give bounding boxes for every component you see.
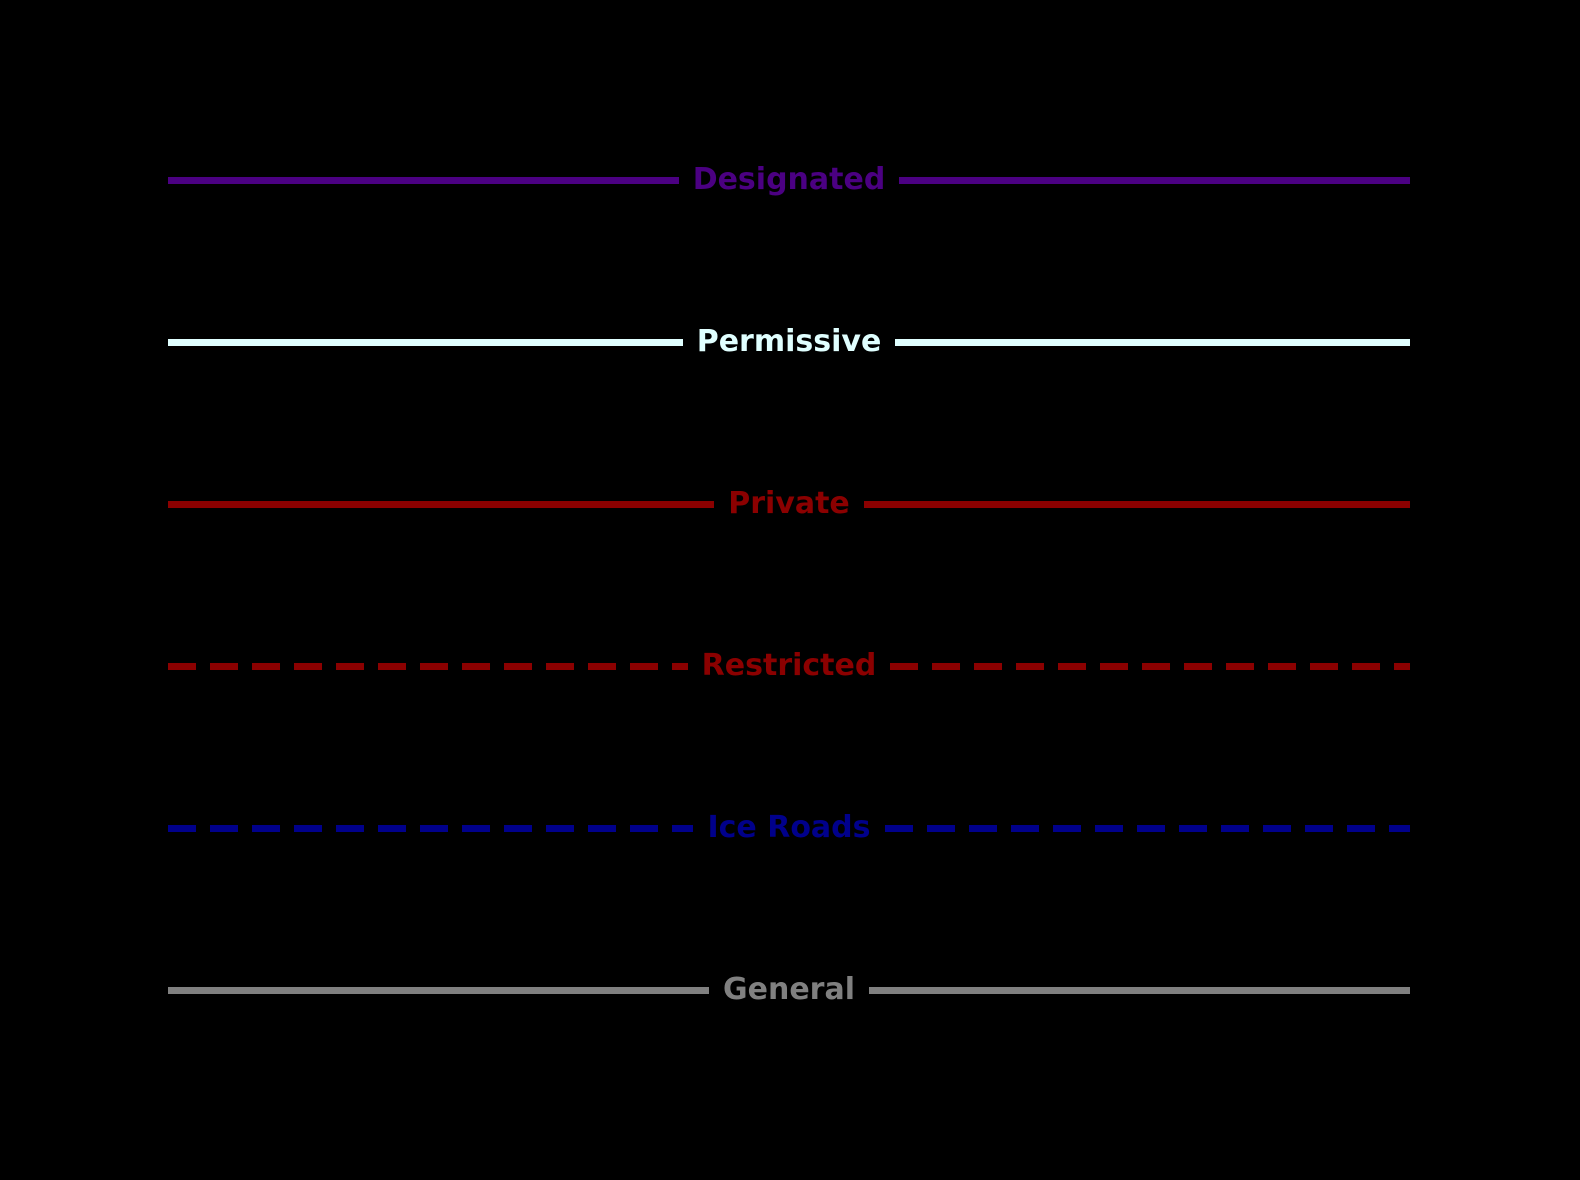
legend-label: Private <box>728 486 850 521</box>
legend-label: Designated <box>692 162 886 197</box>
solid-line-sample-left <box>168 176 679 184</box>
solid-line-sample-right <box>899 176 1411 184</box>
solid-line-sample-right <box>869 986 1410 994</box>
solid-line-sample-right <box>863 500 1410 508</box>
dashed-line-sample-left <box>168 824 694 832</box>
dashed-line-sample-left <box>168 662 688 670</box>
legend-label: Permissive <box>696 324 882 359</box>
legend-entry-ice-roads: Ice Roads <box>168 798 1410 858</box>
dashed-line-sample-right <box>890 662 1411 670</box>
legend-entry-designated: Designated <box>168 150 1411 210</box>
solid-line-sample-right <box>895 338 1411 346</box>
legend-label: Restricted <box>701 648 877 683</box>
solid-line-sample-left <box>168 986 709 994</box>
solid-line-sample-left <box>168 338 683 346</box>
solid-line-sample-left <box>168 500 715 508</box>
legend-entry-permissive: Permissive <box>168 312 1411 372</box>
dashed-line-sample-right <box>884 824 1410 832</box>
legend-label: Ice Roads <box>707 810 871 845</box>
legend-entry-restricted: Restricted <box>168 636 1411 696</box>
legend-entry-private: Private <box>168 474 1410 534</box>
legend-entry-general: General <box>168 960 1410 1020</box>
legend-label: General <box>723 972 855 1007</box>
